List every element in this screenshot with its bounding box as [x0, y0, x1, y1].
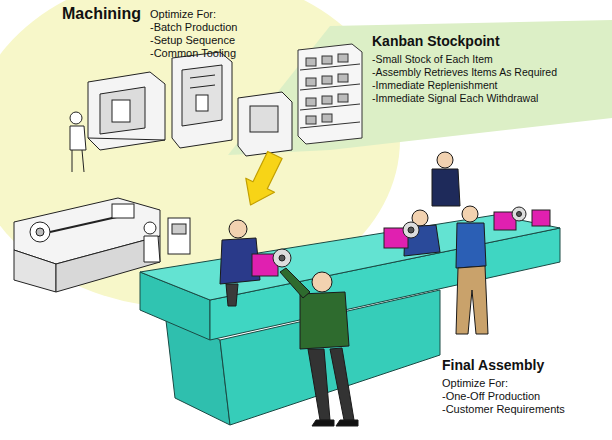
text-holder: -Immediate Replenishment [372, 79, 497, 91]
area-note: -Common Tooling [150, 47, 236, 60]
text-holder: Optimize For: [442, 377, 508, 390]
area-note: -Immediate Signal Each Withdrawal [372, 92, 538, 104]
text-holder: -One-Off Production [442, 390, 540, 403]
area-note: Optimize For: [150, 8, 216, 21]
area-note: Optimize For: [442, 377, 508, 390]
area-note: -Immediate Replenishment [372, 79, 497, 91]
area-note: -Batch Production [150, 21, 237, 34]
area-note: -One-Off Production [442, 390, 540, 403]
area-note: -Assembly Retrieves Items As Required [372, 66, 557, 78]
text-holder: -Small Stock of Each Item [372, 53, 493, 65]
area-note: -Customer Requirements [442, 403, 565, 416]
text-holder: -Setup Sequence [150, 34, 235, 47]
text-holder: Machining [62, 5, 141, 23]
text-holder: -Batch Production [150, 21, 237, 34]
text-holder: -Common Tooling [150, 47, 236, 60]
text-holder: -Immediate Signal Each Withdrawal [372, 92, 538, 104]
area-note: -Small Stock of Each Item [372, 53, 493, 65]
area-note: -Setup Sequence [150, 34, 235, 47]
area-heading: Final Assembly [442, 357, 544, 373]
area-heading: Kanban Stockpoint [372, 33, 500, 49]
text-holder: -Customer Requirements [442, 403, 565, 416]
kanban-rack [298, 44, 362, 144]
text-holder: Optimize For: [150, 8, 216, 21]
region-shape [140, 215, 560, 300]
text-holder: -Assembly Retrieves Items As Required [372, 66, 557, 78]
region-shape [228, 20, 612, 155]
area-heading: Machining [62, 5, 141, 23]
assembly-bench: Final AssemblyOptimize For:-One-Off Prod… [130, 205, 612, 440]
text-holder: Kanban Stockpoint [372, 33, 500, 49]
text-holder: Final Assembly [442, 357, 544, 373]
